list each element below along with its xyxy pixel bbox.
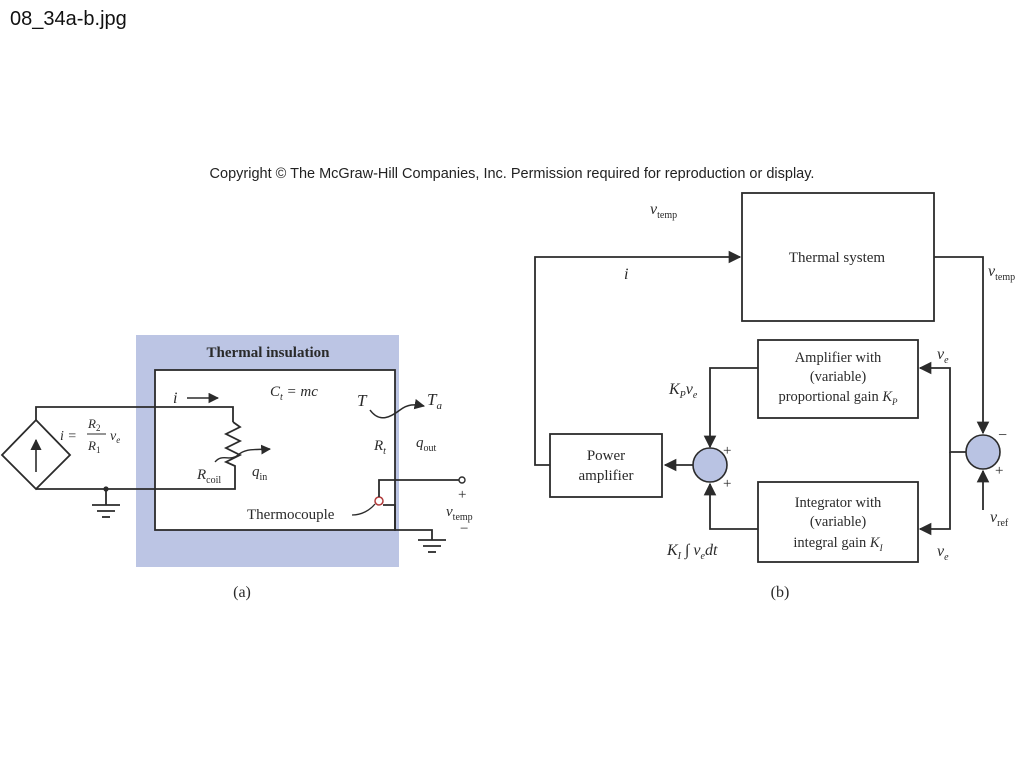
source-equation-variable: ve [110,429,120,445]
heat-in-arrow-icon [214,444,271,463]
control-plus-bottom: + [723,476,731,492]
power-amp-line-1: Power [587,448,625,464]
current-label: i [173,390,177,407]
source-equation-denominator: R1 [87,438,100,455]
output-minus-sign: − [460,521,468,537]
prop-line-2: (variable) [810,369,867,385]
source-bottom-wire [36,470,236,490]
temperature-label: T [357,391,368,410]
proportional-output-wire [703,367,758,449]
thermocouple-label: Thermocouple [247,507,335,523]
coil-resistor-icon [223,421,243,470]
file-name-label: 08_34a-b.jpg [10,8,127,30]
heat-in-label: qin [252,464,267,483]
control-summing-junction-icon [692,447,728,483]
power-amplifier-block [549,433,663,498]
output-terminal-icon [458,476,466,484]
thermal-resistance-label: Rt [373,438,386,457]
error-minus-sign: − [998,427,1007,444]
ground-symbol-icon [418,539,446,553]
panel-b-caption: (b) [771,584,790,601]
thermal-system-block [741,192,935,322]
heat-out-label: qout [416,435,437,454]
vref-label: vref [990,509,1009,529]
panel-a-caption: (a) [233,584,251,601]
thermocouple-lead-bottom [383,504,433,540]
panel-b: vtemp Thermal system i vtemp − + vref ve… [534,192,1015,601]
ambient-temperature-label: Ta [427,390,442,412]
ve-bottom-label: ve [937,543,949,563]
power-to-thermal-wire [534,250,742,466]
thermocouple-lead-top [378,479,462,497]
source-equation-lhs: i = [60,429,77,444]
int-line-1: Integrator with [795,495,882,511]
int-line-2: (variable) [810,514,867,530]
current-label-b: i [624,266,628,283]
copyright-notice: Copyright © The McGraw-Hill Companies, I… [209,166,815,182]
ve-top-label: ve [937,346,949,366]
ground-symbol-icon [92,486,120,518]
thermocouple-pointer [351,503,376,516]
vtemp-top-label: vtemp [650,201,677,221]
heated-chamber [154,369,396,531]
heat-out-arrow-icon [369,398,426,419]
error-plus-sign: + [995,463,1003,479]
thermal-system-label: Thermal system [789,250,886,266]
proportional-amplifier-block [757,339,919,419]
thermocouple-junction-icon [374,496,384,506]
source-equation-numerator: R2 [87,416,100,433]
integral-term-label: KI ∫ vedt [666,542,718,562]
output-plus-sign: + [458,487,466,503]
prop-line-1: Amplifier with [795,350,882,366]
kpve-label: KPve [668,381,698,401]
error-branch-lower-wire [918,452,951,536]
vtemp-output-wire [934,256,990,435]
prop-line-3: proportional gain KP [778,389,898,407]
panel-a: Thermal insulation i = R2 R1 ve i Rcoil … [0,335,473,601]
int-line-3: integral gain KI [793,535,883,553]
coil-label: Rcoil [196,467,221,486]
vtemp-right-label: vtemp [988,263,1015,283]
insulation-title: Thermal insulation [207,345,331,361]
error-branch-wire [918,361,966,453]
integrator-block [757,481,919,563]
integral-output-wire [703,482,758,530]
output-voltage-label: vtemp [446,504,473,523]
control-plus-top: + [723,443,731,459]
source-top-wire [35,406,234,422]
power-amp-line-2: amplifier [579,468,634,484]
capacitance-label: Ct = mc [270,384,318,403]
